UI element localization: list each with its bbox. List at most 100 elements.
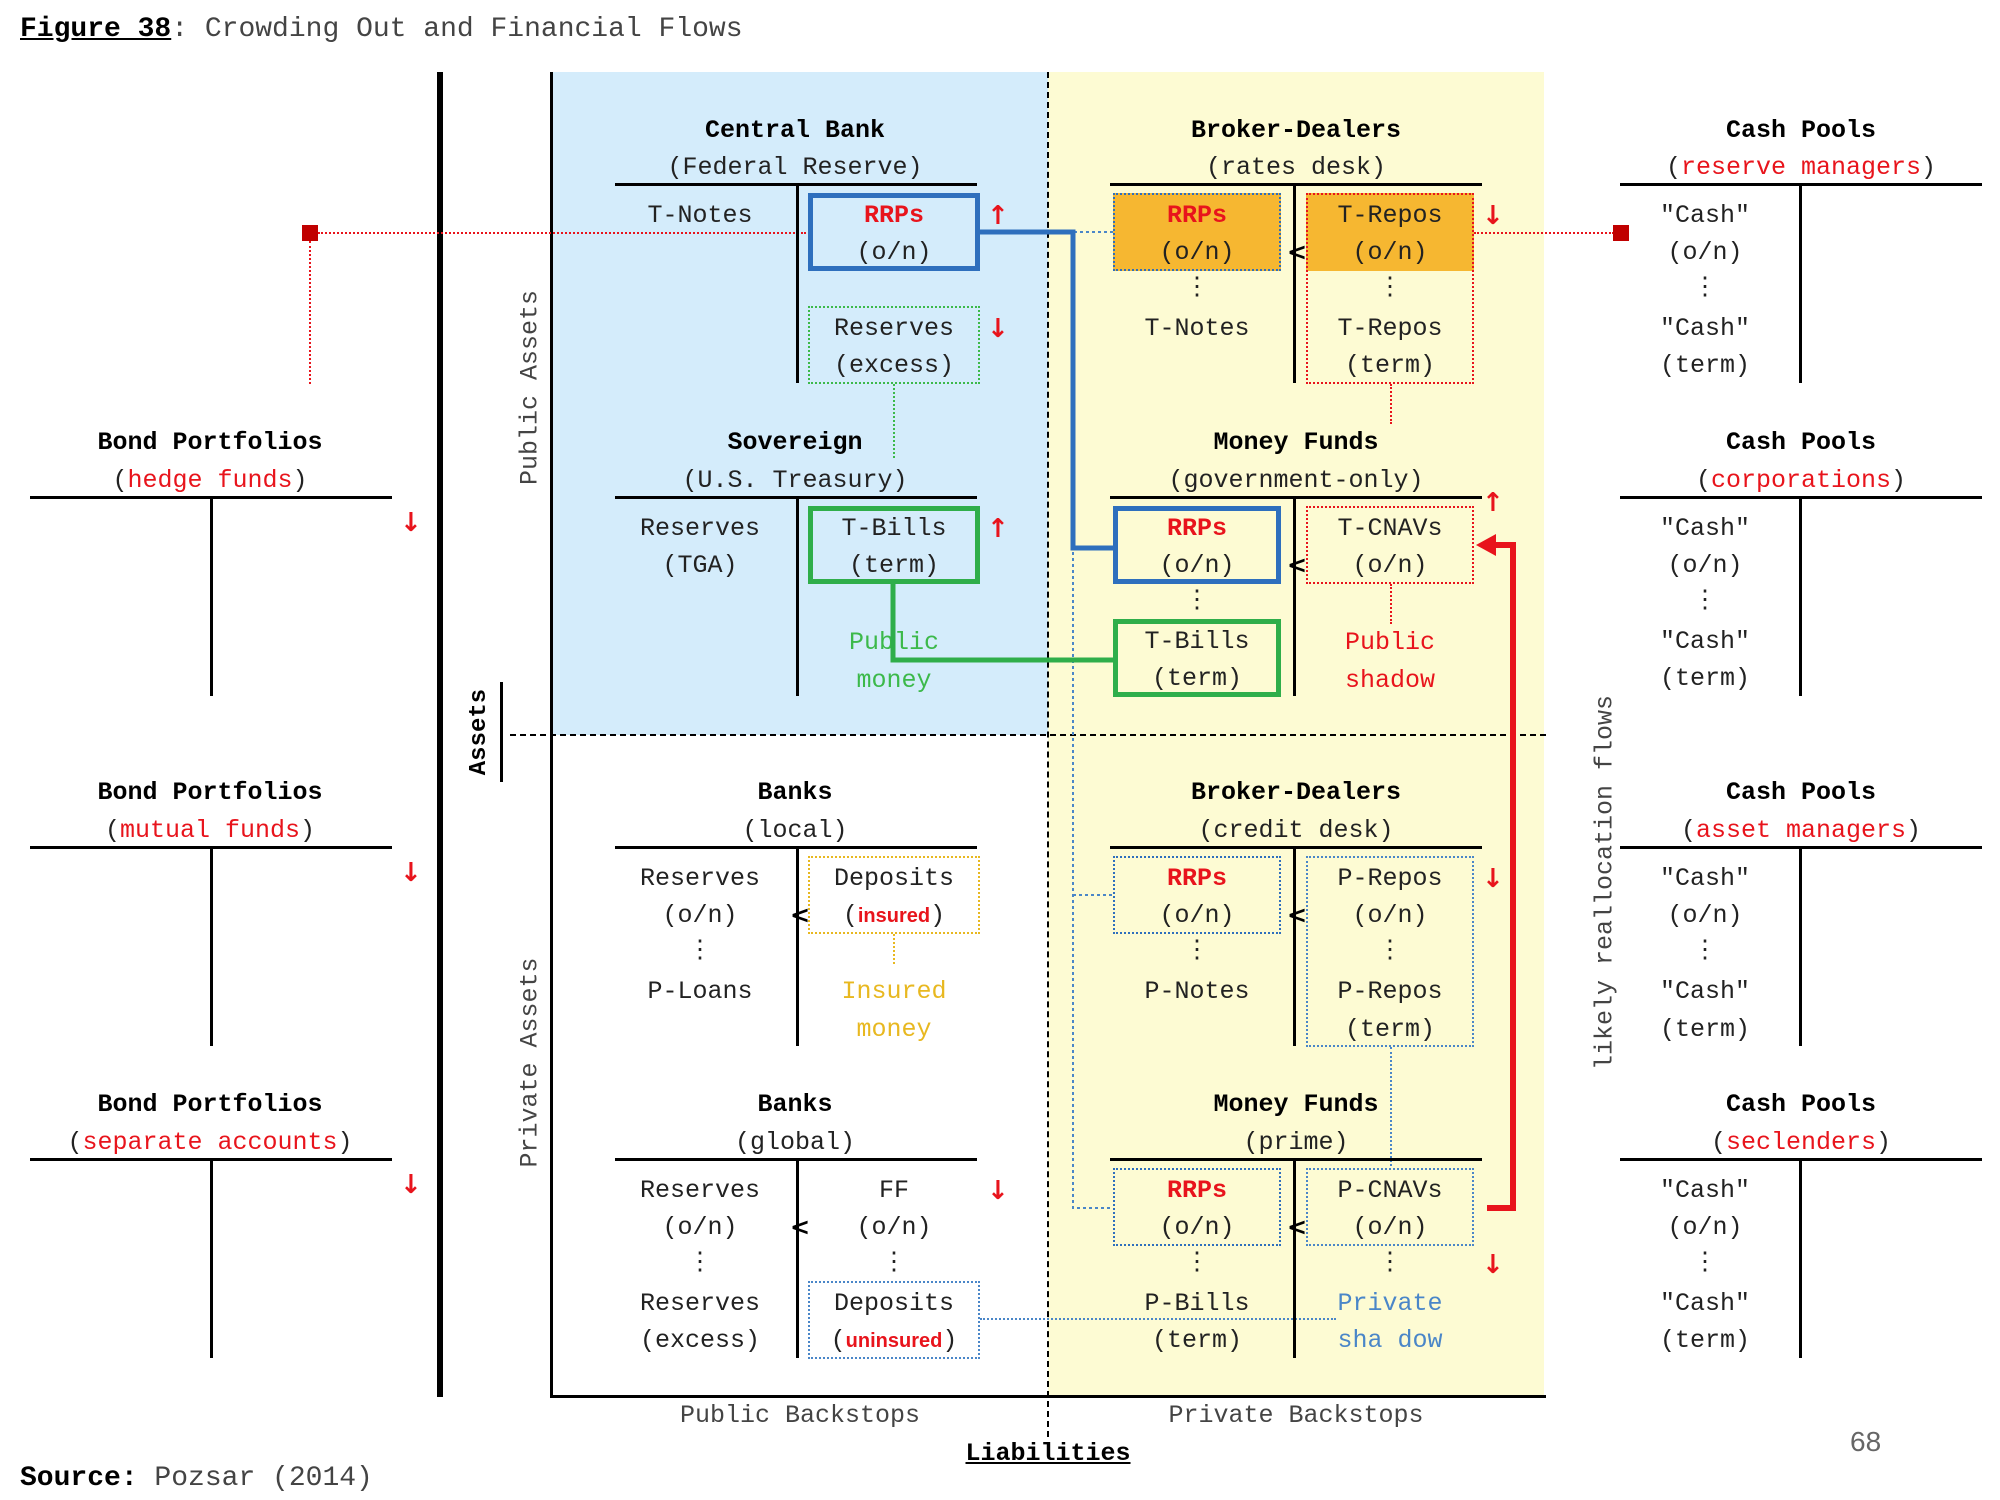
prepo-to-pcnav-connector <box>1390 1047 1392 1166</box>
global-reserves-excess: Reserves <box>639 1289 761 1318</box>
banks-global-title: Banks <box>757 1090 833 1119</box>
ff-term: (o/n) <box>856 1213 932 1242</box>
bd-credit-rrp-label: RRPs <box>1166 864 1227 893</box>
central-bank-title: Central Bank <box>704 116 886 145</box>
local-ploans: P-Loans <box>647 977 753 1006</box>
down-arrow-icon: ↓ <box>1482 1250 1504 1280</box>
mmf-gov-subtitle: (government-only) <box>1168 466 1424 495</box>
trepo-to-tcnav-connector <box>1390 384 1392 424</box>
right-connector-marker <box>1613 225 1629 241</box>
tga-label: (TGA) <box>662 551 738 580</box>
up-arrow-icon: ↑ <box>987 514 1009 544</box>
vertical-ellipsis: ⋮ <box>1692 273 1718 302</box>
public-shadow-label-2: shadow <box>1344 666 1435 695</box>
cash-on-label: "Cash" <box>1659 201 1750 230</box>
bond-portfolio-title: Bond Portfolios <box>97 1090 323 1119</box>
private-assets-label: Private Assets <box>515 957 545 1168</box>
cash-term-label: "Cash" <box>1659 1289 1750 1318</box>
vertical-ellipsis: ⋮ <box>687 936 713 965</box>
source-label: Source: <box>20 1463 138 1494</box>
liabilities-axis-label: Liabilities <box>965 1439 1131 1468</box>
bd-rates-title: Broker-Dealers <box>1190 116 1402 145</box>
cash-on-term: (o/n) <box>1667 238 1743 267</box>
vertical-ellipsis: ⋮ <box>1692 1248 1718 1277</box>
cash-term-term: (term) <box>1659 351 1750 380</box>
figure-title-text: : Crowding Out and Financial Flows <box>171 14 743 45</box>
less-than-icon: < <box>1287 238 1308 266</box>
bond-portfolio-title: Bond Portfolios <box>97 778 323 807</box>
treasury-tbills-term: (term) <box>848 551 939 580</box>
cash-term-term: (term) <box>1659 1326 1750 1355</box>
t-account-stem <box>210 846 213 1046</box>
prepo-group-box <box>1306 856 1474 1047</box>
bd-credit-subtitle: (credit desk) <box>1198 816 1394 845</box>
bd-rates-rrp-term: (o/n) <box>1159 238 1235 267</box>
cash-pool-subtitle: (asset managers) <box>1680 816 1922 845</box>
treasury-tbills-label: T-Bills <box>841 514 947 543</box>
private-shadow-label: Private <box>1337 1289 1443 1318</box>
bd-rates-rrp-box <box>1113 193 1281 271</box>
figure-title: Figure 38: Crowding Out and Financial Fl… <box>20 16 743 44</box>
pcnav-label: P-CNAVs <box>1337 1176 1443 1205</box>
bd-rates-subtitle: (rates desk) <box>1205 153 1387 182</box>
sovereign-title: Sovereign <box>727 428 863 457</box>
right-connector-horizontal <box>1474 232 1614 234</box>
tcnav-box <box>1306 506 1474 584</box>
assets-axis-line <box>500 682 503 782</box>
up-arrow-icon: ↑ <box>1482 488 1504 518</box>
vertical-ellipsis: ⋮ <box>1377 273 1403 302</box>
cash-pool-title: Cash Pools <box>1725 428 1877 457</box>
treasury-tbills-box <box>808 506 980 584</box>
vertical-ellipsis: ⋮ <box>1184 936 1210 965</box>
banks-local-title: Banks <box>757 778 833 807</box>
up-arrow-icon: ↑ <box>987 201 1009 231</box>
t-account-stem <box>1799 496 1802 696</box>
assets-axis-label: Assets <box>466 688 493 776</box>
figure-label: Figure 38 <box>20 14 172 45</box>
private-shadow-label-2: sha dow <box>1337 1326 1443 1355</box>
fed-rrp-box <box>808 193 980 271</box>
public-assets-label: Public Assets <box>515 289 545 486</box>
uninsured-to-private-shadow-connector <box>980 1318 1336 1320</box>
global-reserves: Reserves <box>639 1176 761 1205</box>
vertical-ellipsis: ⋮ <box>1184 273 1210 302</box>
cash-pool-subtitle: (seclenders) <box>1710 1128 1892 1157</box>
mmf-prime-subtitle: (prime) <box>1243 1128 1349 1157</box>
t-account-stem <box>796 183 799 383</box>
t-account-top <box>1110 183 1482 186</box>
prepo-on-term: (o/n) <box>1352 901 1428 930</box>
vertical-ellipsis: ⋮ <box>1692 586 1718 615</box>
bond-portfolio-subtitle: (mutual funds) <box>104 816 316 845</box>
left-connector-vertical <box>309 241 311 384</box>
mmf-gov-rrp-term: (o/n) <box>1159 551 1235 580</box>
prepo-on-label: P-Repos <box>1337 864 1443 893</box>
t-account-stem <box>796 1158 799 1358</box>
bd-rates-trepo-term-label-2: (term) <box>1344 351 1435 380</box>
bd-rates-rrp-label: RRPs <box>1166 201 1227 230</box>
mmf-prime-pbills-term: (term) <box>1151 1326 1242 1355</box>
cash-on-label: "Cash" <box>1659 1176 1750 1205</box>
insured-deposits-box <box>808 856 980 934</box>
mmf-prime-rrp-term: (o/n) <box>1159 1213 1235 1242</box>
public-money-label-2: money <box>856 666 932 695</box>
bd-rates-tnotes: T-Notes <box>1144 314 1250 343</box>
left-connector-horizontal <box>318 232 806 234</box>
public-shadow-label: Public <box>1344 628 1435 657</box>
vertical-ellipsis: ⋮ <box>1184 586 1210 615</box>
bond-portfolio-title: Bond Portfolios <box>97 428 323 457</box>
bd-credit-rrp-box <box>1113 856 1281 934</box>
reserves-to-tbills-connector <box>893 384 895 458</box>
prepo-term-label: P-Repos <box>1337 977 1443 1006</box>
t-account-stem <box>796 496 799 696</box>
bond-portfolio-subtitle: (separate accounts) <box>67 1128 353 1157</box>
insured-deposits-label: Deposits <box>833 864 955 893</box>
bd-rates-trepo-group-box <box>1306 193 1474 384</box>
t-account-stem <box>1799 846 1802 1046</box>
public-shadow-connector <box>1390 584 1392 624</box>
uninsured-deposits-sub: (uninsured) <box>830 1326 958 1355</box>
page-number: 68 <box>1850 1426 1882 1457</box>
bd-rates-trepo-term-label: T-Repos <box>1337 314 1443 343</box>
cash-pool-title: Cash Pools <box>1725 1090 1877 1119</box>
cash-term-label: "Cash" <box>1659 314 1750 343</box>
prepo-term-term: (term) <box>1344 1015 1435 1044</box>
